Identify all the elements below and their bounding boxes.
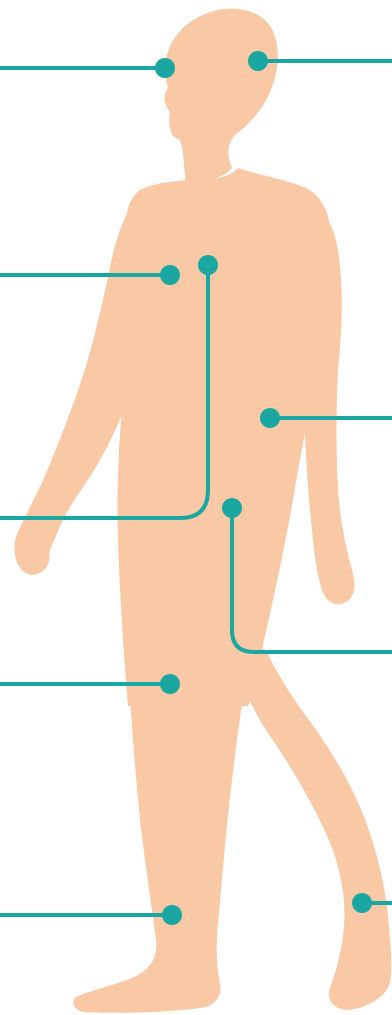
callout-foot-right-dot [352, 893, 372, 913]
callout-abdomen-dot [260, 408, 280, 428]
right-leg [228, 640, 391, 1010]
callout-head-left-dot [155, 58, 175, 78]
callout-shin-dot [162, 905, 182, 925]
callout-shoulder-to-waist-dot [198, 255, 218, 275]
callout-thigh-dot [160, 674, 180, 694]
callout-hip-dot [222, 498, 242, 518]
head [164, 9, 278, 184]
left-leg [73, 640, 250, 1013]
callout-head-right-dot [248, 51, 268, 71]
callout-chest-dot [160, 265, 180, 285]
